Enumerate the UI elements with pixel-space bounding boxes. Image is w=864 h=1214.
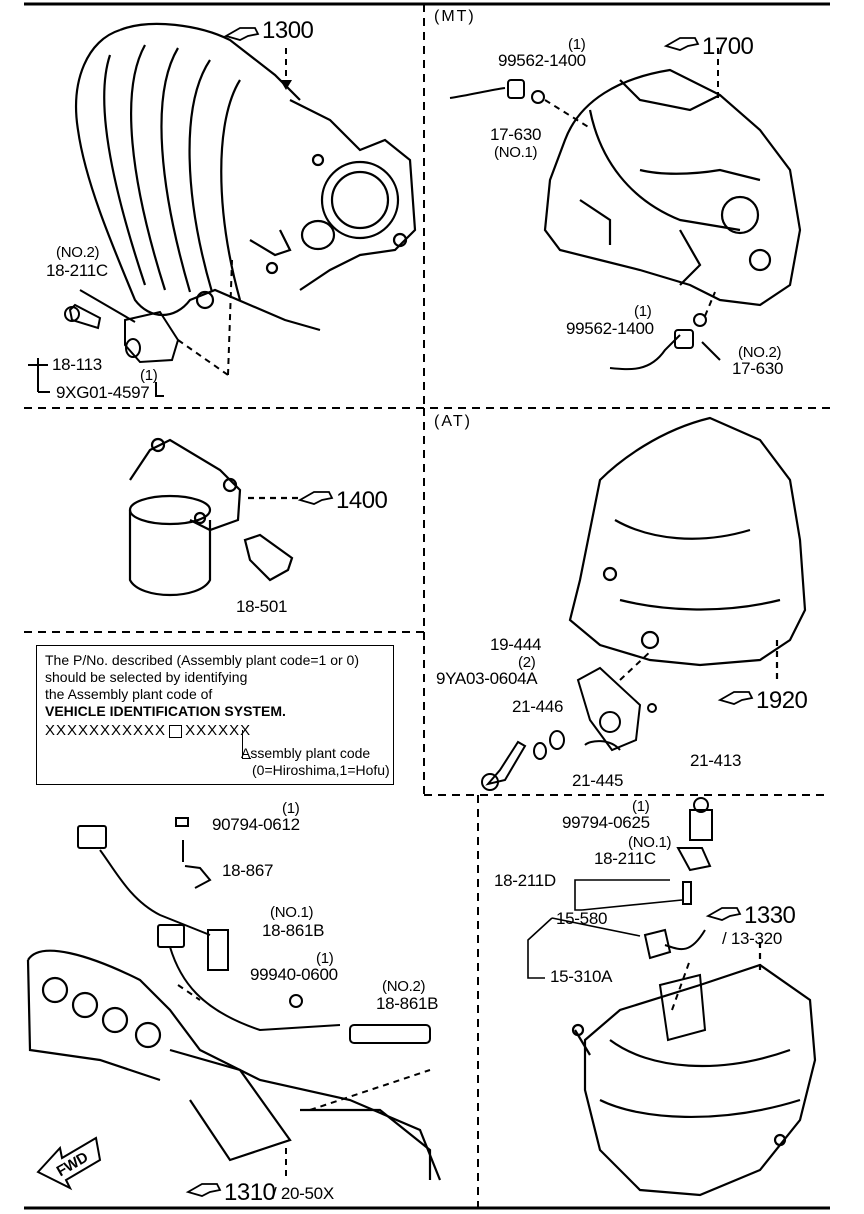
section-at: (AT) xyxy=(434,413,472,430)
oil-filter-drawing xyxy=(128,437,300,596)
label-no1-a: (NO.1) xyxy=(494,144,538,161)
part-17-630-b[interactable]: 17-630 xyxy=(732,359,784,378)
part-15-580[interactable]: 15-580 xyxy=(556,909,608,928)
label-qty-e: (1) xyxy=(316,950,334,967)
part-21-445[interactable]: 21-445 xyxy=(572,771,624,790)
part-18-861b-no1[interactable]: 18-861B xyxy=(262,921,325,940)
ref-1300[interactable]: 1300 xyxy=(262,17,314,44)
mt-sensor-drawing xyxy=(449,48,721,371)
ref-1400[interactable]: 1400 xyxy=(336,487,388,514)
label-qty-f: (1) xyxy=(632,798,650,815)
intake-air-sensors-drawing xyxy=(643,797,713,1042)
note-line-2: should be selected by identifying xyxy=(45,669,248,685)
note-apc-label: Assembly plant code xyxy=(241,745,371,761)
label-qty-a: (1) xyxy=(140,367,158,384)
pointer-icon-1330 xyxy=(705,907,742,921)
label-qty-2: (2) xyxy=(518,654,536,671)
label-qty-c: (1) xyxy=(634,303,652,320)
part-18-501[interactable]: 18-501 xyxy=(236,597,288,616)
ref-13-320[interactable]: / 13-320 xyxy=(722,929,782,948)
part-18-211d[interactable]: 18-211D xyxy=(494,871,556,890)
pointer-icon-1400 xyxy=(297,491,334,505)
ref-1310[interactable]: 1310 xyxy=(224,1179,276,1206)
part-99794-0625[interactable]: 99794-0625 xyxy=(562,813,650,832)
note-line-4: VEHICLE IDENTIFICATION SYSTEM. xyxy=(45,703,286,719)
label-no2-c: (NO.2) xyxy=(382,978,426,995)
part-99562-1400-b[interactable]: 99562-1400 xyxy=(566,319,654,338)
vin-left: XXXXXXXXXXX xyxy=(45,722,167,739)
vin-right: XXXXXX xyxy=(185,722,252,739)
note-apc-values: (0=Hiroshima,1=Hofu) xyxy=(252,762,390,778)
ref-1920[interactable]: 1920 xyxy=(756,687,808,714)
exhaust-manifold-drawing xyxy=(26,949,442,1181)
part-90794-0612[interactable]: 90794-0612 xyxy=(212,815,300,834)
part-18-861b-no2[interactable]: 18-861B xyxy=(376,994,439,1013)
part-99940-0600[interactable]: 99940-0600 xyxy=(250,965,338,984)
automatic-transaxle-drawing xyxy=(568,416,807,680)
ref-1700[interactable]: 1700 xyxy=(702,33,754,60)
part-18-211c-no2[interactable]: 18-211C xyxy=(46,261,108,280)
part-99562-1400-a[interactable]: 99562-1400 xyxy=(498,51,586,70)
map-sensor-no2-drawing xyxy=(28,259,233,397)
pointer-icon-1920 xyxy=(717,691,754,705)
plant-code-leader xyxy=(242,730,251,759)
part-17-630-a[interactable]: 17-630 xyxy=(490,125,542,144)
part-9xg01-4597[interactable]: 9XG01-4597 xyxy=(56,383,150,402)
label-qty-b: (1) xyxy=(568,36,586,53)
note-line-3: the Assembly plant code of xyxy=(45,686,213,702)
label-qty-d: (1) xyxy=(282,800,300,817)
part-21-446[interactable]: 21-446 xyxy=(512,697,564,716)
pointer-icon-1700 xyxy=(663,37,700,51)
transmission-range-sensor-drawing xyxy=(481,649,657,791)
label-no2-b: (NO.2) xyxy=(738,344,782,361)
intake-manifold-drawing xyxy=(75,22,417,332)
part-15-310a[interactable]: 15-310A xyxy=(550,967,613,986)
part-18-211c-no1[interactable]: 18-211C xyxy=(594,849,656,868)
ref-20-50x[interactable]: / 20-50X xyxy=(272,1184,334,1203)
note-line-1: The P/No. described (Assembly plant code… xyxy=(45,652,359,668)
part-19-444[interactable]: 19-444 xyxy=(490,635,542,654)
part-21-413[interactable]: 21-413 xyxy=(690,751,742,770)
pointer-icon-1310 xyxy=(185,1183,222,1197)
label-no1-b: (NO.1) xyxy=(270,904,314,921)
fwd-arrow-icon xyxy=(36,1136,102,1191)
part-18-113[interactable]: 18-113 xyxy=(52,355,102,374)
label-no1-c: (NO.1) xyxy=(628,834,672,851)
part-18-867[interactable]: 18-867 xyxy=(222,861,274,880)
manual-transaxle-drawing xyxy=(543,68,802,307)
pointer-icon-1300 xyxy=(223,27,260,41)
oxygen-sensor-drawing xyxy=(77,817,431,1178)
label-no2-a: (NO.2) xyxy=(56,244,100,261)
part-9ya03-0604a[interactable]: 9YA03-0604A xyxy=(436,669,538,688)
assembly-plant-note: The P/No. described (Assembly plant code… xyxy=(36,645,394,785)
ref-1330[interactable]: 1330 xyxy=(744,902,796,929)
plant-code-box xyxy=(169,724,183,738)
section-mt: (MT) xyxy=(434,8,476,25)
